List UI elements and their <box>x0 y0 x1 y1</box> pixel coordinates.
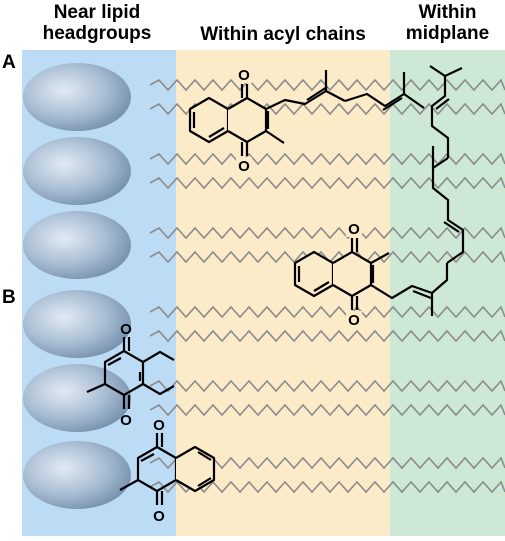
headgroups-title: Near lipid headgroups <box>22 2 172 44</box>
lipid-tail <box>149 78 505 92</box>
lipid-tail <box>149 329 505 343</box>
lipid-headgroup <box>23 441 131 509</box>
molecule-a-acyl-oxygens: O O <box>236 66 252 175</box>
midplane-region <box>390 50 505 536</box>
molecule-a-acyl <box>188 70 425 156</box>
molecule-a-midplane-oxygens: O O <box>346 220 362 329</box>
midplane-title-line1: Within <box>418 2 477 23</box>
molecule-a-midplane <box>293 65 465 316</box>
molecule-b-menadione <box>119 433 216 505</box>
oxygen-label: O <box>153 417 165 434</box>
lipid-headgroup <box>23 364 131 432</box>
molecule-b-quinone <box>86 337 175 409</box>
oxygen-label: O <box>120 412 132 429</box>
headgroups-title-line2: headgroups <box>42 23 152 44</box>
acyl-chains-title-line1: Within acyl chains <box>200 24 366 45</box>
lipid-tail <box>149 379 505 393</box>
lipid-tail <box>149 480 505 494</box>
molecule-b-quinone-oxygens: O O <box>120 321 132 429</box>
lipid-tail <box>149 403 505 417</box>
oxygen-label: O <box>120 321 132 338</box>
lipid-headgroup <box>23 290 131 358</box>
acyl-chains-title: Within acyl chains <box>176 24 390 45</box>
oxygen-label: O <box>348 312 360 329</box>
oxygen-label: O <box>238 158 250 175</box>
lipid-headgroup <box>23 211 131 279</box>
lipid-tail <box>149 305 505 319</box>
lipid-tail <box>149 152 505 166</box>
panel-label-a: A <box>2 52 16 73</box>
lipid-headgroup <box>23 63 131 131</box>
lipid-tail <box>149 176 505 190</box>
lipid-headgroups <box>23 63 131 509</box>
molecule-b-menadione-oxygens: O O <box>153 417 165 525</box>
panel-label-b: B <box>2 287 16 308</box>
midplane-title: Within midplane <box>390 2 505 44</box>
oxygen-label: O <box>238 67 250 84</box>
lipid-headgroup <box>23 137 131 205</box>
headgroups-title-line1: Near lipid <box>53 2 141 23</box>
oxygen-label: O <box>153 508 165 525</box>
lipid-tail <box>149 226 505 240</box>
oxygen-label: O <box>348 221 360 238</box>
midplane-title-line2: midplane <box>405 23 490 44</box>
